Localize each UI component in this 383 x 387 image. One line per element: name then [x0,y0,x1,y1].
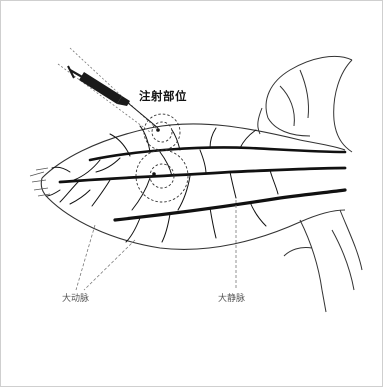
artery-label: 大动脉 [62,295,89,304]
leader-lines [76,200,236,290]
ear-vessels [46,126,345,242]
injection-site-label: 注射部位 [139,91,187,103]
head-outline [258,56,362,312]
vein-label: 大静脉 [218,295,245,304]
target-circle-icon [136,114,188,202]
